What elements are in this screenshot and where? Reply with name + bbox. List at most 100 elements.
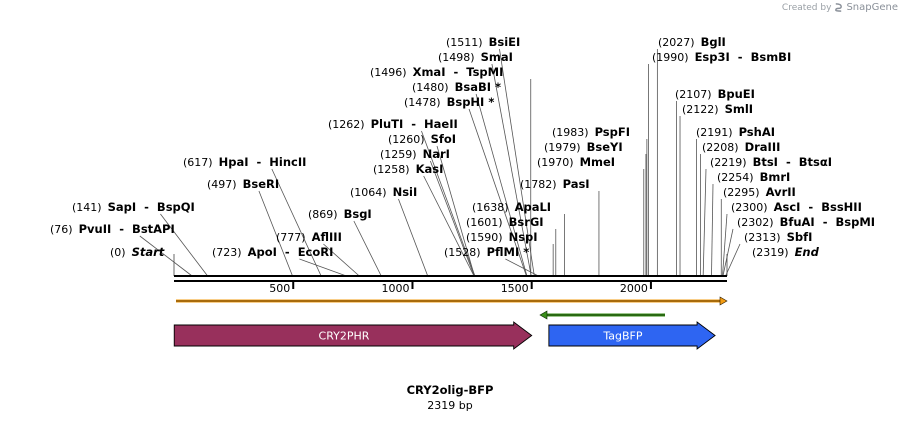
site-name: BtsI - BtsαI <box>753 155 832 169</box>
plasmid-length: 2319 bp <box>427 399 472 412</box>
site-position: (141) <box>72 201 102 214</box>
site-label-text: (2122)SmlI <box>682 102 753 116</box>
feature-cry2phr: CRY2PHR <box>173 321 533 350</box>
site-leader <box>160 213 208 277</box>
site-leader <box>398 198 429 277</box>
site-label-text: (1258)KasI <box>373 162 443 176</box>
site-name: AflIII <box>312 230 342 244</box>
restriction-site: (1064)NsiI <box>350 185 417 199</box>
restriction-site: (2107) BpuEI <box>675 87 755 101</box>
site-position: (2208) <box>702 141 739 154</box>
site-leader <box>323 243 360 277</box>
restriction-site: (723) ApoI - EcoRI <box>212 245 333 259</box>
restriction-site: (869)BsgI <box>308 207 372 221</box>
site-position: (723) <box>212 246 242 259</box>
site-position: (1990) <box>652 51 689 64</box>
site-leader <box>468 108 527 277</box>
ruler-tick-label: 1000 <box>381 282 409 295</box>
site-name: End <box>795 245 820 259</box>
site-label-text: (76)PvuII - BstAPI <box>50 222 175 236</box>
site-name: BseRI <box>243 177 280 191</box>
restriction-site: (1782)PasI <box>520 177 590 191</box>
site-position: (0) <box>110 246 126 259</box>
site-name: BsrGI <box>509 215 544 229</box>
site-leader <box>271 168 322 277</box>
restriction-site: (2122)SmlI <box>682 102 753 116</box>
restriction-site: (1590)NspI <box>466 230 538 244</box>
site-position: (2254) <box>717 171 754 184</box>
restriction-site: (497)BseRI <box>207 177 279 191</box>
site-position: (2027) <box>658 36 695 49</box>
site-position: (2295) <box>723 186 760 199</box>
site-position: (2313) <box>744 231 781 244</box>
orange-track <box>176 296 728 306</box>
site-leader <box>353 220 382 277</box>
feature-label: TagBFP <box>602 330 642 343</box>
site-leader <box>139 235 193 277</box>
site-leader <box>722 228 734 277</box>
site-position: (1528) <box>444 246 481 259</box>
site-label-text: (2319)End <box>752 245 820 259</box>
site-position: (1590) <box>466 231 503 244</box>
site-label-text: (2107) BpuEI <box>675 87 755 101</box>
site-name: DraIII <box>745 140 781 154</box>
restriction-site: (2295)AvrII <box>723 185 796 199</box>
site-position: (1782) <box>520 178 557 191</box>
site-name: XmaI - TspMI <box>413 65 504 79</box>
restriction-site: (141) SapI - BspQI <box>72 200 195 214</box>
site-labels: (0)Start (76)PvuII - BstAPI (141) SapI - Bs… <box>50 35 875 259</box>
site-name: PshAI <box>739 125 775 139</box>
site-leader <box>722 213 728 277</box>
site-position: (2191) <box>696 126 733 139</box>
site-name: MmeI <box>580 155 616 169</box>
feature-tagbfp: TagBFP <box>548 321 716 350</box>
site-label-text: (723) ApoI - EcoRI <box>212 245 333 259</box>
ruler-tick-label: 1500 <box>501 282 529 295</box>
restriction-site: (1511)BsiEI <box>446 35 520 49</box>
site-leader <box>499 48 535 277</box>
restriction-site: (1601)BsrGI <box>466 215 544 229</box>
restriction-site: (2027)BglI <box>658 35 726 49</box>
site-label-text: (869)BsgI <box>308 207 372 221</box>
site-leader <box>436 145 475 277</box>
site-leader <box>258 190 293 277</box>
restriction-site: (1528)PflMI * <box>444 245 529 259</box>
site-leader-lines <box>139 48 741 277</box>
ruler-tick-label: 500 <box>269 282 290 295</box>
site-position: (617) <box>183 156 213 169</box>
site-name: SapI - BspQI <box>108 200 195 214</box>
site-label-text: (1970) MmeI <box>537 155 615 169</box>
site-position: (2219) <box>710 156 747 169</box>
restriction-site: (2219) BtsI - BtsαI <box>710 155 832 169</box>
site-label-text: (1782)PasI <box>520 177 590 191</box>
restriction-site: (76)PvuII - BstAPI <box>50 222 175 236</box>
site-leader <box>423 175 475 277</box>
site-position: (1511) <box>446 36 483 49</box>
site-position: (1498) <box>438 51 475 64</box>
site-label-text: (1259)NarI <box>380 147 450 161</box>
site-name: Esp3I - BsmBI <box>695 50 792 64</box>
site-position: (1480) <box>412 81 449 94</box>
site-name: BpuEI <box>718 87 755 101</box>
site-label-text: (2219) BtsI - BtsαI <box>710 155 832 169</box>
restriction-site: (1979)BseYI <box>544 140 623 154</box>
restriction-site: (1638)ApaLI <box>472 200 551 214</box>
site-position: (76) <box>50 223 73 236</box>
site-label-text: (0)Start <box>110 245 165 259</box>
site-label-text: (2313)SbfI <box>744 230 812 244</box>
site-position: (2300) <box>731 201 768 214</box>
site-name: ApoI - EcoRI <box>248 245 334 259</box>
site-leader <box>429 160 475 277</box>
site-name: SfoI <box>431 132 456 146</box>
restriction-site: (1262)PluTI - HaeII <box>328 117 458 131</box>
site-position: (1970) <box>537 156 574 169</box>
site-label-text: (1496)XmaI - TspMI <box>370 65 503 79</box>
site-leader <box>725 243 741 277</box>
site-position: (2107) <box>675 88 712 101</box>
ruler-tick-label: 2000 <box>620 282 648 295</box>
site-position: (1258) <box>373 163 410 176</box>
site-label-text: (1064)NsiI <box>350 185 417 199</box>
restriction-site: (2319)End <box>752 245 820 259</box>
site-position: (1064) <box>350 186 387 199</box>
